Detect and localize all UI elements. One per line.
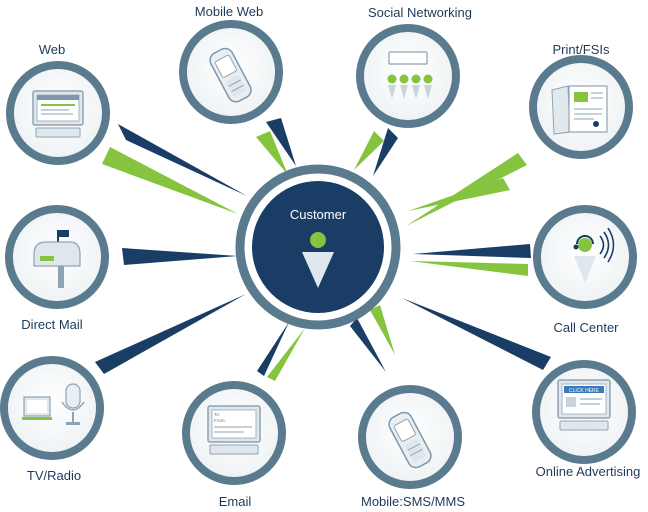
channel-tv-radio xyxy=(0,356,104,460)
wedge-call-green xyxy=(410,261,528,276)
wedge-ad-navy xyxy=(402,298,551,370)
channel-label-print: Print/FSIs xyxy=(552,42,610,57)
connector-wedges xyxy=(95,118,551,381)
online-ad-icon: CLICK HERE xyxy=(557,379,611,431)
channel-web xyxy=(6,61,110,165)
wedge-directmail-navy xyxy=(122,248,238,265)
customer-head-icon xyxy=(310,232,326,248)
print-brochure-icon xyxy=(551,85,608,135)
channel-mobile-web xyxy=(179,20,283,124)
channel-label-online-ad: Online Advertising xyxy=(535,464,641,479)
customer-body-icon xyxy=(302,252,334,288)
mobile-phone-icon xyxy=(209,47,252,103)
wedge-web-navy xyxy=(118,124,247,196)
wedge-social-navy xyxy=(373,128,398,176)
email-to-text: To: xyxy=(214,412,220,417)
wedge-sms-navy xyxy=(350,318,386,372)
channel-label-mobile-web: Mobile Web xyxy=(194,4,264,19)
email-from-text: From: xyxy=(214,418,226,423)
channel-label-tv-radio: TV/Radio xyxy=(26,468,82,483)
wedge-web-green xyxy=(102,147,238,214)
web-browser-icon xyxy=(32,90,84,138)
channel-email: To: From: xyxy=(182,381,286,485)
channel-sms xyxy=(358,385,462,489)
wedge-mobileweb-green xyxy=(256,131,288,175)
channel-label-call-center: Call Center xyxy=(553,320,619,335)
channel-label-social: Social Networking xyxy=(367,5,473,20)
email-icon: To: From: xyxy=(207,405,261,455)
call-center-icon xyxy=(573,227,615,283)
channel-call-center xyxy=(533,205,637,309)
channel-label-sms: Mobile:SMS/MMS xyxy=(360,494,466,509)
wedge-call-navy xyxy=(413,244,531,258)
wedge-social-green xyxy=(354,131,384,170)
channel-label-email: Email xyxy=(218,494,252,509)
channel-label-web: Web xyxy=(38,42,66,57)
customer-node xyxy=(235,164,401,330)
social-network-icon xyxy=(387,51,433,99)
channel-direct-mail xyxy=(5,205,109,309)
wedge-sms-green xyxy=(370,305,395,355)
wedge-print-green xyxy=(406,153,527,226)
channel-social xyxy=(356,24,460,128)
wedge-tv-navy xyxy=(95,294,246,374)
sms-phone-icon xyxy=(388,411,432,469)
wedge-print-green-2 xyxy=(408,178,510,211)
mailbox-icon xyxy=(33,230,81,288)
wedge-email-navy xyxy=(257,322,289,376)
channel-online-ad: CLICK HERE xyxy=(532,360,636,464)
channel-print xyxy=(529,55,633,159)
channel-label-direct-mail: Direct Mail xyxy=(21,317,83,332)
wedge-mobileweb-navy xyxy=(266,118,296,166)
tv-radio-icon xyxy=(22,383,85,425)
wedge-email-green xyxy=(267,328,305,381)
customer-label: Customer xyxy=(289,207,347,222)
click-here-text: CLICK HERE xyxy=(569,388,600,394)
